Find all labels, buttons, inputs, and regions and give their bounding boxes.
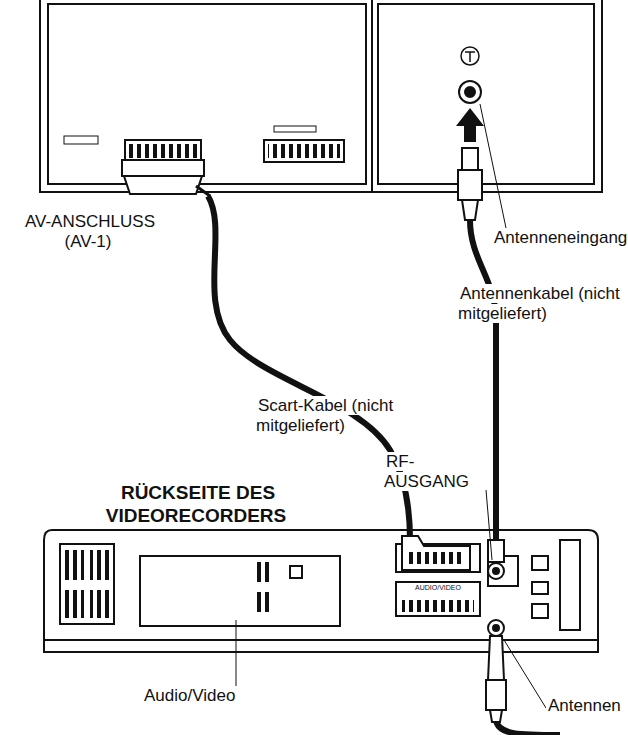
connector-label: Audio/Video xyxy=(142,686,234,706)
antenna-plug xyxy=(458,148,482,220)
connector-label: Antennen xyxy=(546,696,626,716)
connector-label: RF- AUSGANG xyxy=(384,452,484,493)
connector-label: Antenneneingang xyxy=(492,228,626,248)
insert-arrow xyxy=(456,108,484,142)
antenna-cable xyxy=(496,720,560,735)
connector-label: AV-ANSCHLUSS (AV-1) xyxy=(14,212,164,253)
antenna-cable xyxy=(470,220,496,548)
tv-back-panel xyxy=(40,0,602,192)
cable-label: Antennenkabel (nicht mitgeliefert) xyxy=(458,284,624,325)
scart-plug xyxy=(402,536,470,570)
panel-marking: AUDIO/VIDEO xyxy=(402,584,474,592)
device-heading: RÜCKSEITE DES VIDEORECORDERS xyxy=(92,482,302,528)
cable-label: Scart-Kabel (nicht mitgeliefert) xyxy=(256,396,422,437)
antenna-plug xyxy=(486,540,506,722)
scart-plug xyxy=(122,160,210,196)
vcr-back xyxy=(44,530,598,652)
leader-line xyxy=(480,104,506,228)
